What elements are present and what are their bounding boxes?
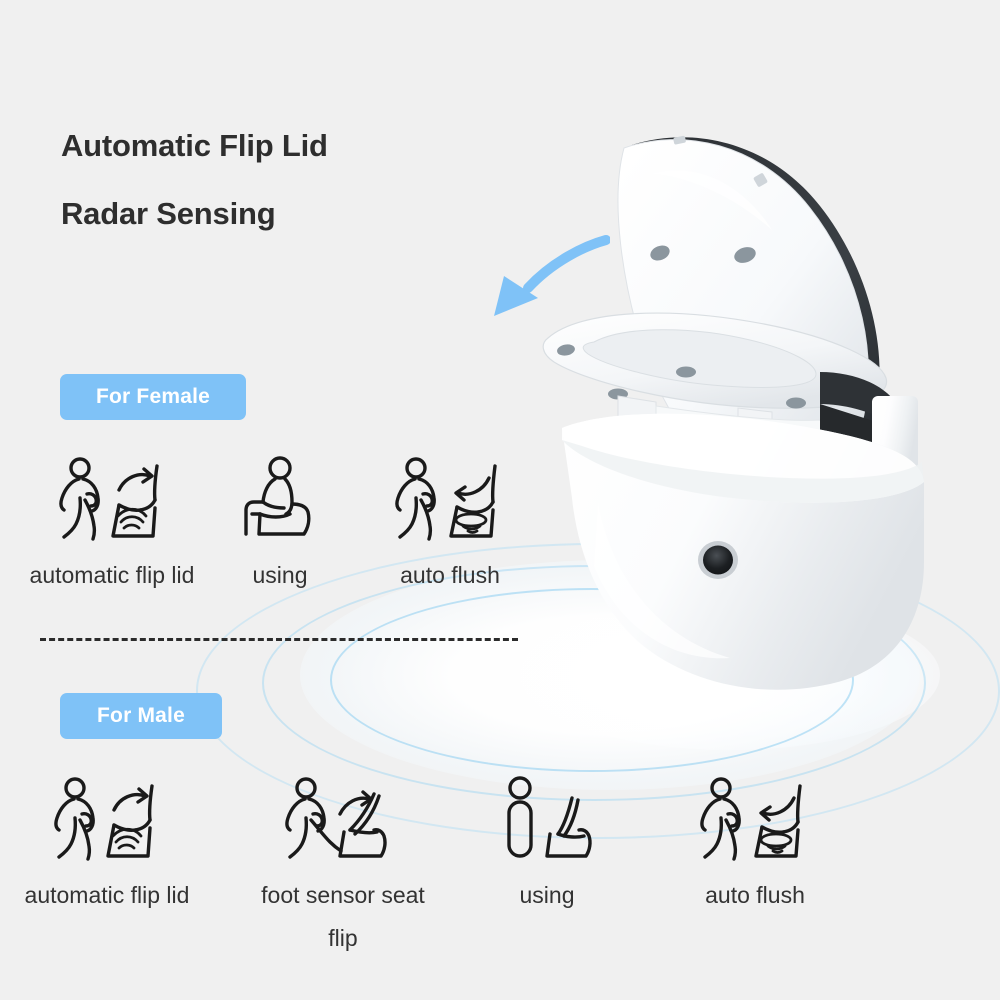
person-sitting-on-toilet-icon: [244, 456, 311, 536]
icon-wrap: [47, 452, 177, 542]
person-standing-at-toilet-seat-up-icon: [507, 776, 592, 858]
feature-male-auto-flush: auto flush: [670, 772, 840, 917]
feature-male-automatic-flip-lid: automatic flip lid: [22, 772, 192, 917]
radar-sensor-port: [698, 541, 738, 579]
flip-direction-arrow: [494, 235, 610, 316]
toilet-bowl-body: [562, 413, 924, 690]
feature-male-foot-sensor-seat-flip: foot sensor seat flip: [258, 772, 428, 960]
floor-shadow: [520, 600, 940, 750]
toilet-lid: [617, 135, 880, 501]
icon-wrap: [42, 772, 172, 862]
feature-female-auto-flush: auto flush: [365, 452, 535, 597]
feature-caption: using: [252, 562, 308, 588]
feature-male-using: using: [462, 772, 632, 917]
badge-for-male: For Male: [60, 693, 222, 739]
walking-person-toilet-lid-open-radar-icon: [59, 457, 159, 541]
title-line-1: Automatic Flip Lid: [61, 128, 328, 163]
feature-caption: foot sensor seat flip: [261, 882, 425, 951]
feature-caption: automatic flip lid: [29, 562, 195, 588]
icon-wrap: [690, 772, 820, 862]
radar-ring-middle: [262, 565, 926, 801]
person-foot-sensor-seat-flip-icon: [285, 777, 387, 859]
walking-person-toilet-flush-swirl-icon: [700, 777, 802, 861]
dashed-separator-line: [40, 638, 518, 641]
walking-person-toilet-flush-swirl-icon: [395, 457, 497, 541]
walking-person-toilet-lid-open-radar-icon: [54, 777, 154, 861]
icon-wrap: [278, 772, 408, 862]
feature-caption: using: [519, 882, 575, 908]
feature-female-automatic-flip-lid: automatic flip lid: [27, 452, 197, 597]
icon-wrap: [232, 452, 328, 542]
toilet-hinge-console: [617, 372, 918, 470]
feature-female-using: using: [195, 452, 365, 597]
feature-caption: auto flush: [400, 562, 500, 588]
radar-ring-inner: [330, 588, 854, 772]
feature-caption: auto flush: [705, 882, 805, 908]
icon-wrap: [492, 772, 602, 862]
icon-wrap: [385, 452, 515, 542]
feature-caption: automatic flip lid: [24, 882, 190, 908]
page-title: Automatic Flip Lid Radar Sensing: [61, 112, 491, 248]
badge-for-female: For Female: [60, 374, 246, 420]
smart-toilet-image: [542, 135, 924, 690]
title-line-2: Radar Sensing: [61, 196, 276, 231]
